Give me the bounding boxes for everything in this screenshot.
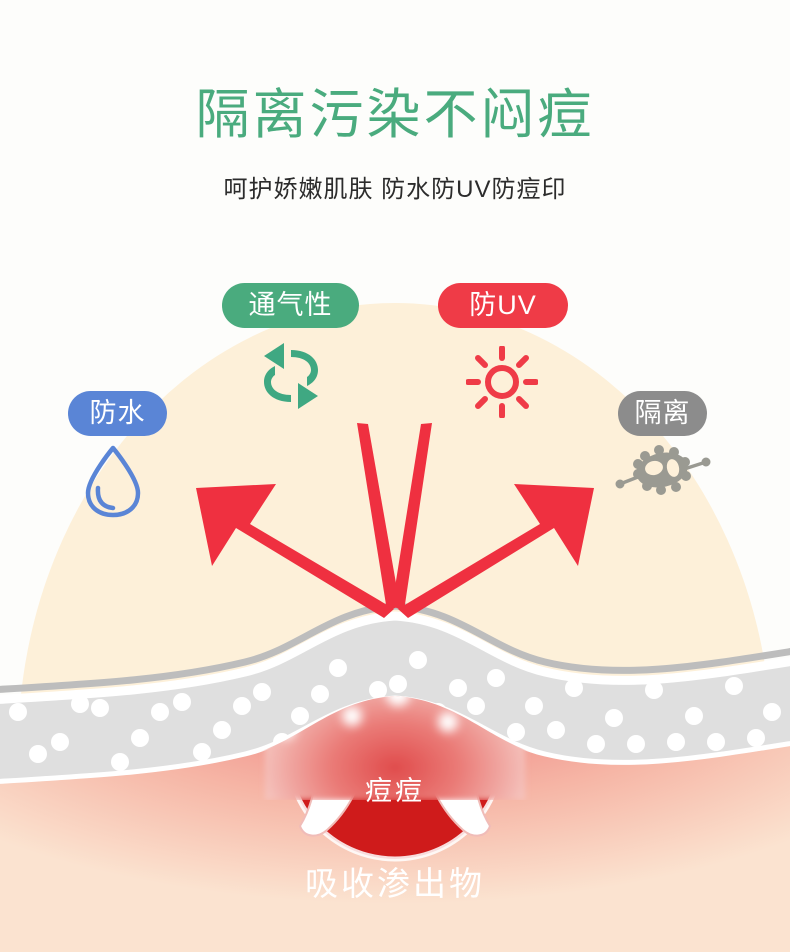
water-drop-icon xyxy=(82,443,144,519)
page-title: 隔离污染不闷痘 xyxy=(195,85,595,145)
patch-top-highlight xyxy=(0,611,790,704)
page-subtitle: 呵护娇嫩肌肤 防水防UV防痘印 xyxy=(223,176,567,203)
badge-breathability-label: 通气性 xyxy=(248,290,333,320)
reflected-arrow-left xyxy=(196,484,394,618)
recycle-arrows-icon xyxy=(252,338,330,414)
reflected-arrow-right xyxy=(398,484,594,618)
incoming-ray-right xyxy=(392,423,432,611)
badge-uv-protection-label: 防UV xyxy=(469,290,537,320)
badge-waterproof-label: 防水 xyxy=(89,398,146,428)
badge-breathability: 通气性 xyxy=(222,283,359,328)
badge-barrier: 隔离 xyxy=(618,391,707,436)
bottom-caption: 吸收渗出物 xyxy=(305,865,485,902)
pimple-label: 痘痘 xyxy=(365,776,425,806)
germ-icon xyxy=(614,440,712,504)
badge-waterproof: 防水 xyxy=(68,391,167,436)
sun-icon xyxy=(465,345,539,419)
incoming-ray-left xyxy=(357,423,400,611)
badge-barrier-label: 隔离 xyxy=(634,398,691,428)
repel-arrows xyxy=(196,423,594,618)
badge-uv-protection: 防UV xyxy=(438,283,568,328)
